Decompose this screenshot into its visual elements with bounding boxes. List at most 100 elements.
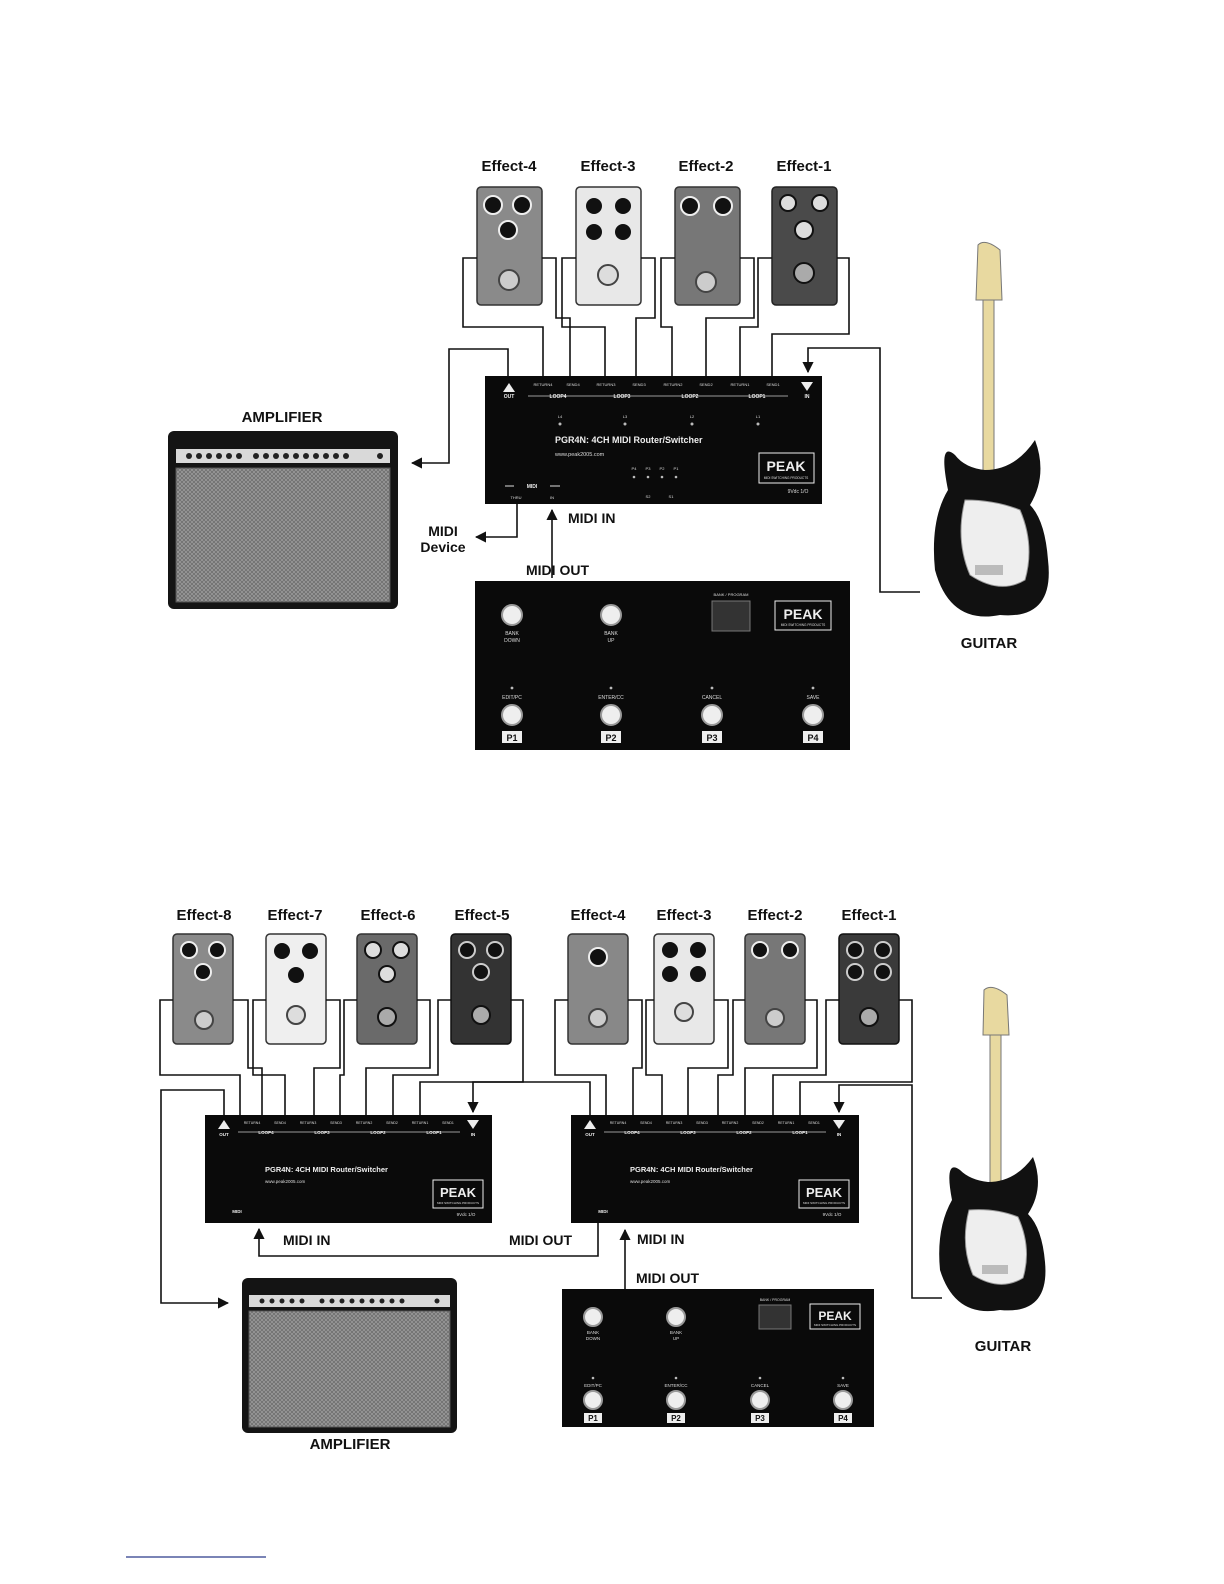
jack-label: RETURN2	[722, 1121, 739, 1125]
effect-pedal-5	[450, 933, 512, 1045]
preset-label: P3	[706, 733, 717, 743]
loop-label: LOOP4	[258, 1130, 274, 1135]
led-label: L3	[623, 414, 628, 419]
bank-up-label: BANK	[604, 631, 618, 637]
midi-out-label: MIDI OUT	[526, 562, 589, 578]
midi-label: MIDI	[527, 484, 538, 490]
bank-down-label: BANK	[587, 1330, 599, 1335]
jack-label: RETURN3	[666, 1121, 683, 1125]
effect-label: Effect-2	[747, 907, 802, 924]
brand-logo: PEAK	[784, 606, 823, 622]
jack-label: SEND3	[632, 382, 646, 387]
jack-label: SEND2	[752, 1121, 764, 1125]
diagram-single-router: Effect-4 Effect-3 Effect-2 Effect-1	[168, 158, 1049, 750]
function-label: ENTER/CC	[598, 695, 624, 701]
jack-label: RETURN3	[300, 1121, 317, 1125]
bank-up-label: BANK	[670, 1330, 682, 1335]
display-label: BANK / PROGRAM	[760, 1298, 791, 1302]
thru-label: THRU	[510, 495, 521, 500]
preset-label: P1	[588, 1414, 598, 1423]
effect-pedal-4: Effect-4	[476, 158, 543, 306]
midi-label: MIDI	[598, 1209, 608, 1214]
midi-device-label: Device	[420, 539, 465, 555]
effect-pedal-1	[838, 933, 900, 1045]
loop-label: LOOP2	[682, 394, 699, 400]
switch-label: S1	[669, 494, 675, 499]
loop-label: LOOP3	[614, 394, 631, 400]
jack-label: SEND4	[640, 1121, 652, 1125]
signal-cables	[160, 1081, 942, 1309]
function-label: EDIT/PC	[502, 695, 522, 701]
preset-label: P3	[755, 1414, 765, 1423]
loop-label: LOOP1	[749, 394, 766, 400]
effect-pedal-1: Effect-1	[771, 158, 838, 306]
brand-logo: PEAK	[818, 1309, 852, 1323]
led-label: L1	[756, 414, 761, 419]
router-url: www.peak2005.com	[554, 452, 605, 458]
preset-label: P2	[605, 733, 616, 743]
effect-label: Effect-4	[570, 907, 626, 924]
preset-label: P2	[671, 1414, 681, 1423]
midi-foot-controller: BANK DOWN BANK UP BANK / PROGRAM PEAK MI…	[562, 1289, 874, 1427]
brand-subtitle: MIDI SWITCHING PRODUCTS	[437, 1201, 479, 1205]
router-title: PGR4N: 4CH MIDI Router/Switcher	[265, 1165, 388, 1174]
effect-label: Effect-4	[481, 158, 537, 175]
brand-subtitle: MIDI SWITCHING PRODUCTS	[814, 1323, 856, 1327]
effect-label: Effect-3	[656, 907, 711, 924]
in-label: IN	[837, 1132, 842, 1137]
loop-label: LOOP3	[314, 1130, 330, 1135]
effect-label: Effect-1	[841, 907, 896, 924]
jack-label: RETURN4	[610, 1121, 627, 1125]
effect-pedal-6	[356, 933, 418, 1045]
amplifier-label: AMPLIFIER	[242, 409, 323, 426]
amplifier-label: AMPLIFIER	[310, 1436, 391, 1453]
bank-up-label: UP	[673, 1336, 679, 1341]
midi-out-label: MIDI OUT	[509, 1232, 572, 1248]
effect-pedal-2: Effect-2	[674, 158, 741, 306]
amplifier: AMPLIFIER	[168, 409, 398, 609]
jack-label: RETURN3	[597, 382, 617, 387]
guitar-label: GUITAR	[975, 1338, 1032, 1355]
jack-label: RETURN4	[534, 382, 554, 387]
diagram-dual-router: Effect-8 Effect-7 Effect-6 Effect-5 Effe…	[159, 907, 1046, 1453]
preset-label: P4	[838, 1414, 848, 1423]
midi-in-label: MIDI IN	[637, 1231, 684, 1247]
signal-cables	[410, 347, 920, 593]
function-label: SAVE	[837, 1383, 849, 1388]
jack-label: RETURN2	[664, 382, 684, 387]
jack-label: RETURN1	[778, 1121, 795, 1125]
bank-down-label: BANK	[505, 631, 519, 637]
brand-subtitle: MIDI SWITCHING PRODUCTS	[803, 1201, 845, 1205]
jack-label: RETURN2	[356, 1121, 373, 1125]
jack-label: RETURN1	[412, 1121, 429, 1125]
led-label: L4	[558, 414, 563, 419]
function-label: EDIT/PC	[584, 1383, 603, 1388]
in-label: IN	[471, 1132, 476, 1137]
guitar-label: GUITAR	[961, 635, 1018, 652]
function-label: SAVE	[807, 695, 821, 701]
guitar: GUITAR	[939, 986, 1046, 1355]
function-label: ENTER/CC	[664, 1383, 688, 1388]
bank-down-label: DOWN	[504, 638, 520, 644]
effect-label: Effect-2	[678, 158, 733, 175]
jack-label: SEND1	[766, 382, 780, 387]
preset-led-label: P1	[674, 466, 680, 471]
router-title: PGR4N: 4CH MIDI Router/Switcher	[630, 1165, 753, 1174]
guitar: GUITAR	[933, 241, 1049, 652]
midi-in-jack-label: IN	[550, 495, 554, 500]
loop-label: LOOP4	[624, 1130, 640, 1135]
bank-up-label: UP	[608, 638, 616, 644]
jack-label: SEND3	[330, 1121, 342, 1125]
display-label: BANK / PROGRAM	[714, 592, 749, 597]
jack-label: SEND2	[699, 382, 713, 387]
pedal-cables	[462, 257, 850, 378]
effect-label: Effect-3	[580, 158, 635, 175]
out-label: OUT	[585, 1132, 595, 1137]
brand-logo: PEAK	[806, 1185, 843, 1200]
power-label: 9Vdc 1/O	[457, 1212, 476, 1217]
midi-label: MIDI	[232, 1209, 242, 1214]
pedal-cables	[159, 999, 913, 1118]
loop-label: LOOP4	[550, 394, 567, 400]
power-label: 9Vdc 1/O	[788, 489, 809, 495]
